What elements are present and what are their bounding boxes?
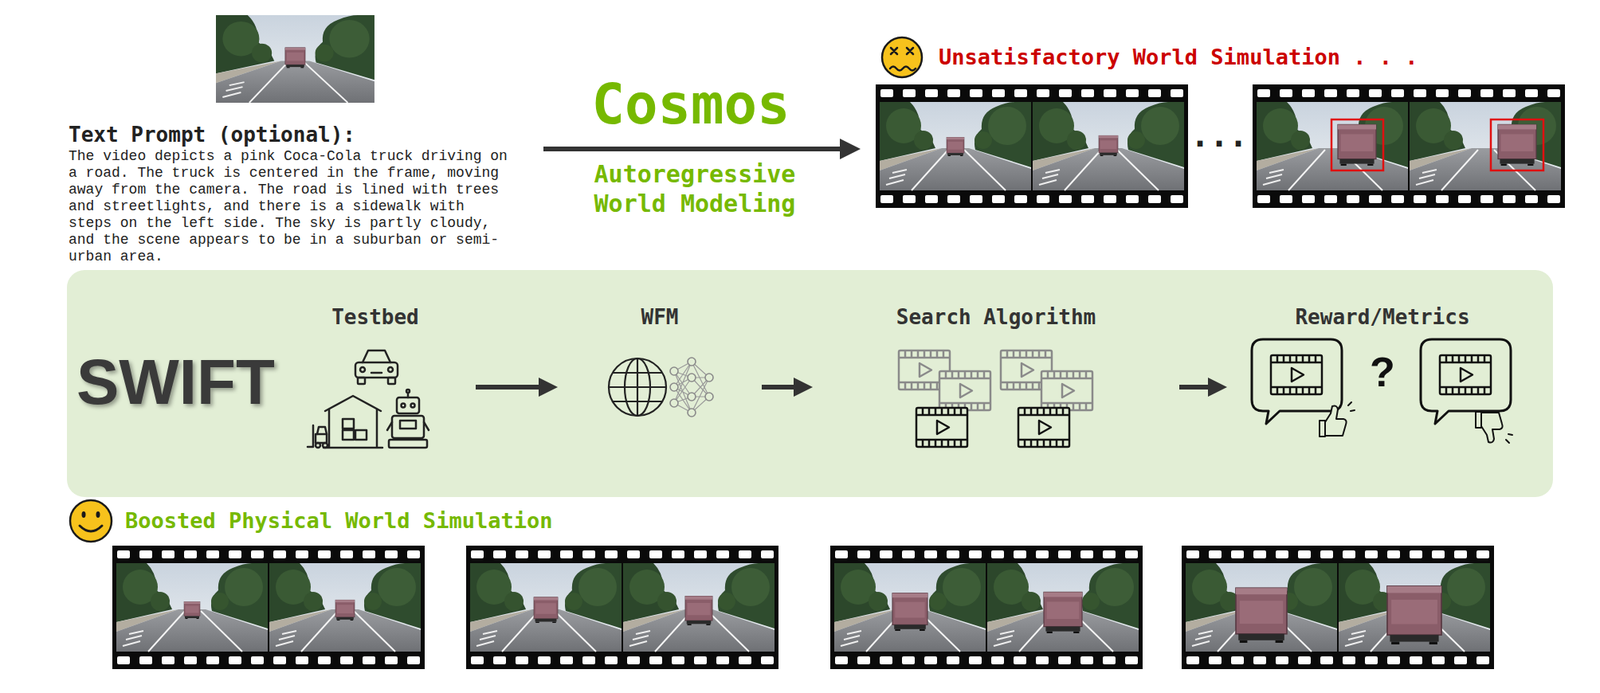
prompt-body: The video depicts a pink Coca-Cola truck… [68,148,515,266]
comparison-mark: ? [1369,348,1396,397]
film-strip [830,545,1143,670]
network-icon [670,357,714,417]
step-heading: Search Algorithm [896,305,1096,330]
bad-result-title: Unsatisfactory World Simulation . . . [938,44,1418,71]
step-heading: WFM [641,305,679,330]
flow-arrow [475,384,547,390]
film-strip [1252,84,1565,208]
globe-icon [608,358,667,416]
happy-emoji [70,500,112,542]
model-name: Cosmos [531,72,851,137]
cosmos-arrow [543,138,861,160]
film-strip [466,545,779,670]
reward-icons [1251,339,1513,444]
film-strip [875,84,1189,208]
panel-title: SWIFT [76,346,275,419]
film-strip [112,545,425,670]
input-frame [215,15,375,103]
sad-emoji [882,37,922,78]
ellipsis: ... [1188,116,1250,155]
model-caption: Autoregressive World Modeling [575,159,815,219]
prompt-heading: Text Prompt (optional): [68,122,356,147]
flow-arrow [1179,384,1216,390]
step-block: WFM [557,302,762,455]
step-block: Reward/Metrics? [1227,302,1538,455]
flow-arrow [761,384,802,390]
video-samples [898,350,1093,448]
step-heading: Testbed [331,305,420,330]
step-block: Search Algorithm [812,302,1180,455]
step-block: Testbed [274,302,476,455]
step-heading: Reward/Metrics [1294,305,1470,330]
error-box [1331,119,1384,171]
good-result-title: Boosted Physical World Simulation [125,508,553,534]
film-strip [1181,545,1495,670]
swift-panel: SWIFT Testbed WFM Search Algorithm Reward/Me… [66,270,1553,498]
testbed-icons [307,350,429,448]
error-box [1490,119,1544,171]
